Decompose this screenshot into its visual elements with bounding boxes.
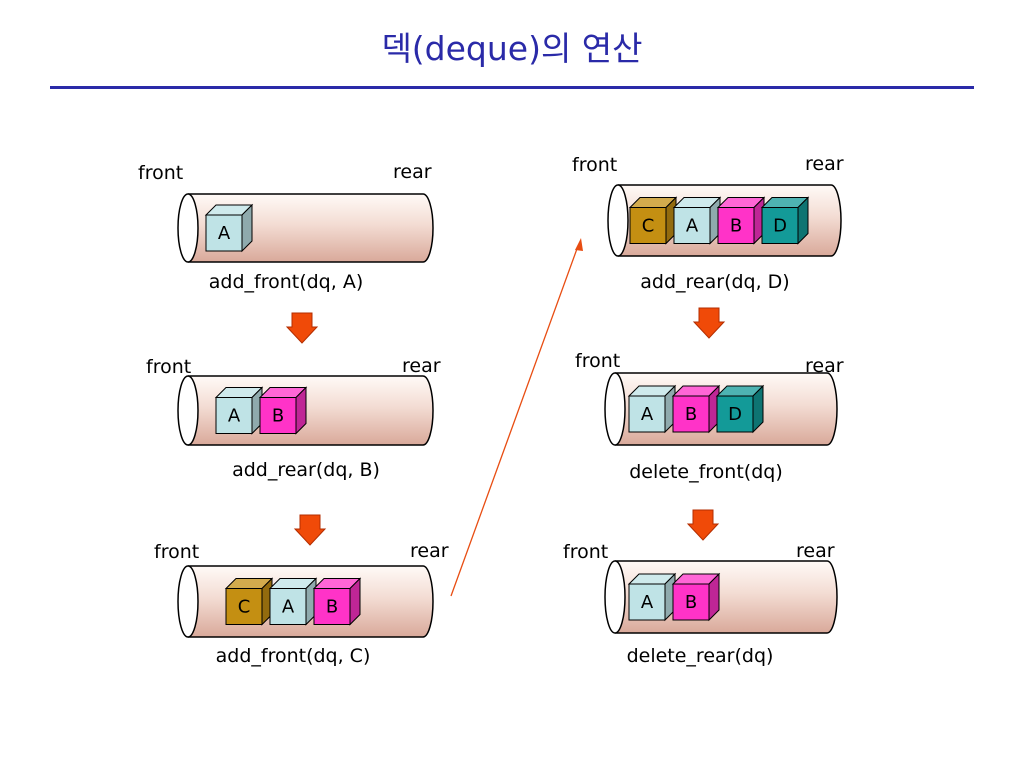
box-label: B bbox=[730, 216, 742, 237]
box-front-face bbox=[672, 583, 710, 621]
element-box-b: B bbox=[312, 577, 362, 626]
box-label: C bbox=[238, 597, 251, 618]
box-label: A bbox=[686, 216, 699, 237]
element-box-c: C bbox=[628, 196, 678, 245]
transition-arrowhead-icon bbox=[575, 238, 583, 251]
element-box-b: B bbox=[258, 386, 308, 435]
page-title: 덱(deque)의 연산 bbox=[381, 29, 643, 68]
down-arrow-icon bbox=[692, 307, 726, 339]
box-label: D bbox=[728, 404, 742, 425]
box-front-face bbox=[215, 397, 253, 434]
operation-caption: add_front(dq, C) bbox=[216, 645, 371, 667]
box-front-face bbox=[313, 588, 351, 625]
rear-label: rear bbox=[796, 540, 835, 562]
transition-arrow-line bbox=[450, 245, 579, 597]
operation-caption: delete_rear(dq) bbox=[627, 645, 774, 667]
element-box-b: B bbox=[671, 572, 721, 622]
operation-caption: add_front(dq, A) bbox=[209, 271, 364, 293]
element-box-d: D bbox=[760, 196, 810, 245]
operation-caption: delete_front(dq) bbox=[629, 461, 783, 483]
box-label: B bbox=[326, 597, 338, 618]
element-box-b: B bbox=[671, 384, 721, 434]
operation-caption: add_rear(dq, D) bbox=[640, 271, 789, 293]
tube-front-opening bbox=[177, 375, 199, 446]
front-label: front bbox=[572, 154, 617, 176]
box-front-face bbox=[225, 588, 263, 625]
tube-front-opening bbox=[177, 565, 199, 638]
tube-front-opening bbox=[607, 184, 629, 257]
rear-label: rear bbox=[402, 355, 441, 377]
down-arrow-icon bbox=[293, 514, 327, 546]
element-box-c: C bbox=[224, 577, 274, 626]
front-label: front bbox=[146, 356, 191, 378]
box-label: B bbox=[685, 404, 697, 425]
rear-label: rear bbox=[805, 355, 844, 377]
box-label: C bbox=[642, 216, 655, 237]
element-box-a: A bbox=[268, 577, 318, 626]
tube-front-opening bbox=[604, 372, 626, 446]
element-box-a: A bbox=[672, 196, 722, 245]
element-box-a: A bbox=[627, 384, 677, 434]
box-front-face bbox=[269, 588, 307, 625]
front-label: front bbox=[563, 541, 608, 563]
rear-label: rear bbox=[805, 153, 844, 175]
rear-label: rear bbox=[393, 161, 432, 183]
box-front-face bbox=[205, 214, 243, 252]
title-underline bbox=[50, 86, 974, 89]
element-box-a: A bbox=[214, 386, 264, 435]
box-label: A bbox=[218, 223, 231, 244]
element-box-d: D bbox=[715, 384, 765, 434]
tube-front-opening bbox=[177, 193, 199, 263]
box-front-face bbox=[629, 207, 667, 244]
element-box-a: A bbox=[627, 572, 677, 622]
box-front-face bbox=[672, 395, 710, 433]
box-front-face bbox=[716, 395, 754, 433]
box-label: A bbox=[641, 592, 654, 613]
box-front-face bbox=[628, 583, 666, 621]
box-front-face bbox=[717, 207, 755, 244]
element-box-a: A bbox=[204, 203, 254, 253]
box-front-face bbox=[673, 207, 711, 244]
tube-front-opening bbox=[604, 560, 626, 634]
box-front-face bbox=[761, 207, 799, 244]
front-label: front bbox=[154, 541, 199, 563]
box-front-face bbox=[259, 397, 297, 434]
front-label: front bbox=[575, 350, 620, 372]
box-label: D bbox=[773, 216, 787, 237]
box-front-face bbox=[628, 395, 666, 433]
front-label: front bbox=[138, 162, 183, 184]
box-label: A bbox=[641, 404, 654, 425]
box-label: A bbox=[228, 406, 241, 427]
operation-caption: add_rear(dq, B) bbox=[232, 459, 380, 481]
box-label: B bbox=[272, 406, 284, 427]
down-arrow-icon bbox=[285, 312, 319, 344]
down-arrow-icon bbox=[686, 509, 720, 541]
element-box-b: B bbox=[716, 196, 766, 245]
rear-label: rear bbox=[410, 540, 449, 562]
box-label: B bbox=[685, 592, 697, 613]
box-label: A bbox=[282, 597, 295, 618]
